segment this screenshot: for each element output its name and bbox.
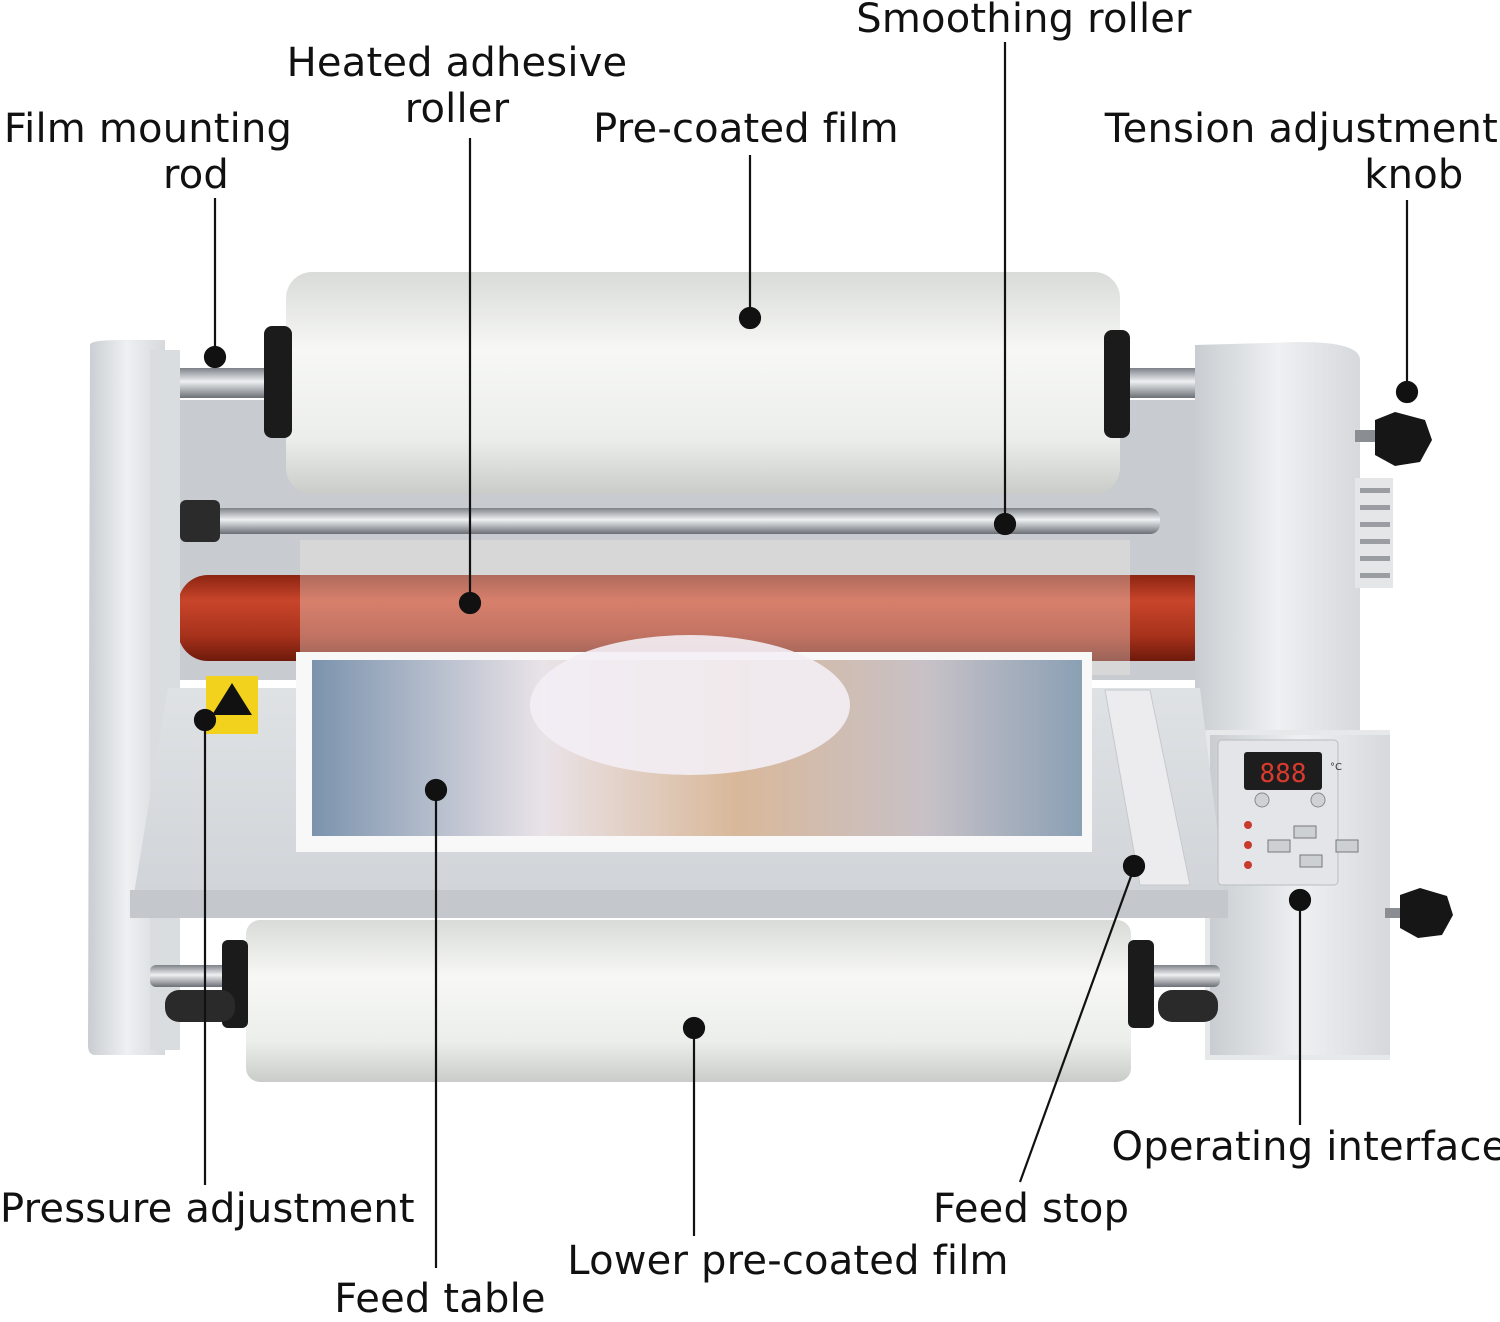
smoothing-roller-shape	[200, 508, 1160, 534]
label-film-mounting-rod: Film mounting rod	[4, 106, 292, 198]
operating-panel	[1217, 739, 1359, 886]
dot-operating-interface	[1288, 888, 1312, 912]
dot-pre-coated-film	[738, 306, 762, 330]
label-film-mounting-rod-line1: Film mounting	[3, 106, 293, 152]
dot-smoothing-roller	[993, 512, 1017, 536]
label-tension-adjustment-knob-line1: Tension adjustment	[1104, 106, 1498, 152]
label-heated-adhesive-roller: Heated adhesive roller	[287, 40, 628, 132]
label-heated-adhesive-roller-line2: roller	[404, 86, 510, 132]
label-tension-adjustment-knob-line2: knob	[1364, 152, 1464, 198]
label-pre-coated-film-text: Pre-coated film	[593, 106, 899, 152]
label-operating-interface-text: Operating interface	[1111, 1124, 1500, 1170]
label-feed-table-text: Feed table	[334, 1276, 546, 1322]
upper-tension-knob	[1355, 412, 1432, 466]
smoothing-roller-bracket-left	[180, 500, 220, 542]
lower-film-roll	[150, 920, 1220, 1082]
panel-display-readout: 888	[1260, 759, 1307, 789]
label-heated-adhesive-roller-line1: Heated adhesive	[286, 40, 628, 86]
label-smoothing-roller: Smoothing roller	[856, 0, 1191, 42]
top-film-roll	[165, 272, 1255, 494]
panel-display-unit: °C	[1330, 762, 1342, 773]
leader-feed-stop	[1018, 867, 1136, 1183]
photo-sheet	[296, 635, 1092, 852]
heated-roller-shape	[178, 575, 1220, 661]
leader-lines	[193, 42, 1419, 1268]
label-feed-stop-text: Feed stop	[932, 1186, 1130, 1232]
dot-tension-adjustment-knob	[1395, 380, 1419, 404]
dot-pressure-adjustment	[193, 708, 217, 732]
left-housing	[88, 340, 180, 1055]
dot-feed-table	[424, 778, 448, 802]
dot-film-mounting-rod	[203, 345, 227, 369]
lower-tension-knob	[1385, 888, 1453, 938]
dot-lower-pre-coated-film	[682, 1016, 706, 1040]
label-lower-pre-coated-film: Lower pre-coated film	[567, 1238, 1008, 1284]
label-tension-adjustment-knob: Tension adjustment knob	[1105, 106, 1498, 198]
feed-stop-rail	[1104, 689, 1191, 886]
label-lower-pre-coated-film-text: Lower pre-coated film	[567, 1238, 1009, 1284]
label-pre-coated-film: Pre-coated film	[593, 106, 899, 152]
label-feed-table: Feed table	[334, 1276, 545, 1322]
label-smoothing-roller-text: Smoothing roller	[856, 0, 1192, 42]
right-housing	[1195, 342, 1393, 1060]
label-pressure-adjustment: Pressure adjustment	[0, 1186, 415, 1232]
label-operating-interface: Operating interface	[1112, 1124, 1500, 1170]
dot-heated-adhesive-roller	[458, 591, 482, 615]
label-feed-stop: Feed stop	[933, 1186, 1129, 1232]
label-film-mounting-rod-line2: rod	[162, 152, 230, 198]
dot-feed-stop	[1122, 854, 1146, 878]
label-pressure-adjustment-text: Pressure adjustment	[0, 1186, 415, 1232]
